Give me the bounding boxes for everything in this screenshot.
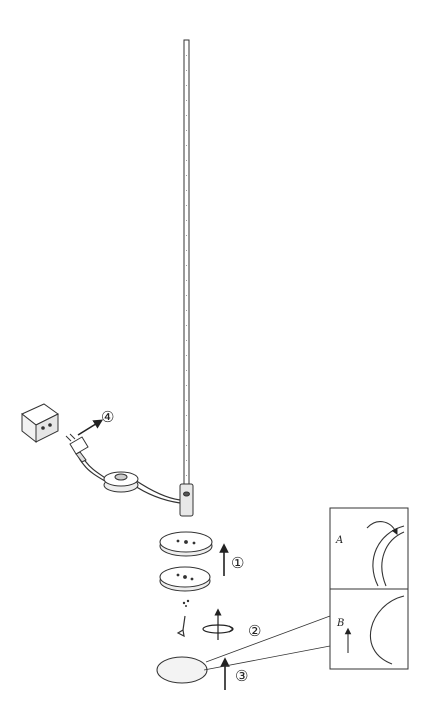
step-2-label: ② (248, 622, 261, 640)
detail-a-illustration (366, 521, 405, 587)
detail-a-label: A (335, 535, 343, 546)
power-plug (65, 433, 89, 463)
hex-key (176, 615, 186, 638)
detail-leader-lines (203, 615, 331, 671)
step-4-arrow (77, 419, 104, 436)
detail-b-illustration (344, 595, 405, 665)
detail-panel (329, 507, 409, 670)
base-plate-upper (159, 531, 213, 557)
rotate-icon (202, 608, 234, 640)
lamp-pole (179, 39, 194, 517)
detail-b-label: B (336, 618, 344, 629)
step-3-label: ③ (235, 667, 248, 685)
wall-socket (21, 403, 59, 444)
step-1-label: ① (231, 554, 244, 572)
base-plate-lower (159, 566, 211, 592)
base-disc (156, 656, 208, 684)
step-4-label: ④ (101, 408, 114, 426)
screws (182, 599, 190, 607)
foot-switch (103, 471, 139, 493)
